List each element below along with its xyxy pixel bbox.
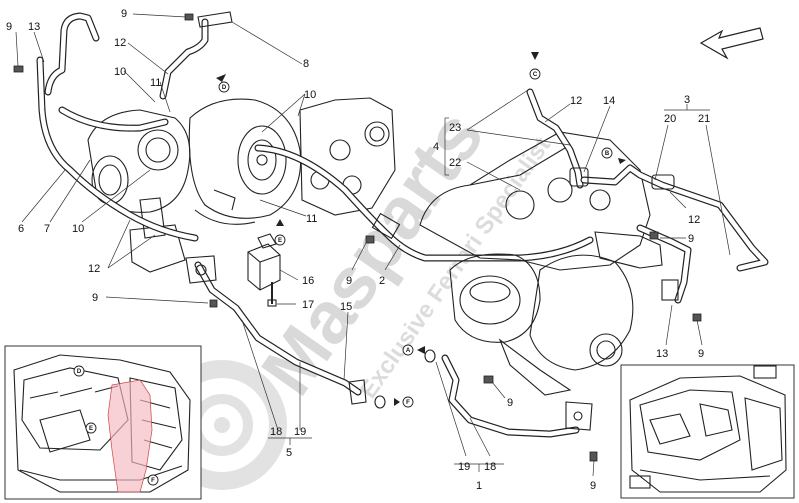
callout-11: 11	[306, 213, 317, 225]
inset-marker-d: D	[73, 365, 85, 377]
right-pipe-set	[424, 88, 769, 438]
callout-13: 13	[28, 21, 40, 33]
left-pipe-set	[36, 11, 594, 409]
callout-15: 15	[340, 301, 352, 313]
svg-text:F: F	[151, 478, 155, 484]
leader-lines	[15, 13, 731, 477]
marker-a: A	[402, 344, 425, 356]
part-block-16	[247, 233, 281, 291]
callout-9: 9	[698, 348, 704, 360]
callout-9: 9	[121, 8, 127, 20]
callout-23: 23	[449, 122, 461, 134]
callout-12: 12	[688, 214, 700, 226]
callout-8: 8	[303, 58, 309, 70]
highlight-region	[107, 379, 153, 493]
callout-9: 9	[6, 21, 12, 33]
marker-c: C	[529, 52, 541, 80]
svg-text:C: C	[533, 72, 538, 78]
marker-f: F	[394, 396, 414, 408]
callout-7: 7	[44, 223, 50, 235]
svg-text:E: E	[89, 426, 93, 432]
engine-inset-right	[620, 364, 795, 499]
callout-16: 16	[302, 275, 314, 287]
engine-inset-left: D E F	[4, 345, 202, 500]
callout-1: 1	[476, 480, 482, 492]
callout-5: 5	[286, 447, 292, 459]
callout-21: 21	[698, 113, 710, 125]
marker-e: E	[274, 219, 286, 246]
direction-arrow	[699, 27, 764, 60]
svg-text:D: D	[77, 369, 82, 375]
inset-marker-f: F	[147, 474, 159, 486]
callout-9: 9	[688, 233, 694, 245]
callout-22: 22	[449, 157, 461, 169]
marker-d: D	[216, 74, 230, 93]
marker-b: B	[601, 147, 626, 164]
callout-13: 13	[656, 348, 668, 360]
callout-9: 9	[92, 292, 98, 304]
right-turbocharger-assembly	[419, 131, 663, 396]
callout-12: 12	[88, 263, 100, 275]
callout-17: 17	[302, 299, 314, 311]
watermark: Masparts Exclusive Ferrari Specialist	[157, 95, 556, 490]
svg-text:D: D	[222, 85, 227, 91]
callout-9: 9	[346, 275, 352, 287]
bolt-17	[267, 282, 277, 307]
callout-12: 12	[114, 37, 126, 49]
callout-18: 18	[484, 461, 496, 473]
callout-2: 2	[379, 275, 385, 287]
callout-19: 19	[458, 461, 470, 473]
callout-12: 12	[570, 95, 582, 107]
svg-text:E: E	[278, 238, 282, 244]
callout-labels: 9 13 9 8 12 10 11 10 6 7 10 11 12 9 16 1…	[6, 8, 710, 492]
callout-19: 19	[294, 426, 306, 438]
svg-text:F: F	[406, 400, 410, 406]
inset-marker-e: E	[85, 422, 97, 434]
connection-markers: C D B E A F	[216, 52, 626, 408]
callout-4: 4	[433, 141, 439, 153]
callout-9: 9	[590, 480, 596, 492]
callout-10: 10	[72, 223, 84, 235]
callout-6: 6	[18, 223, 24, 235]
callout-10: 10	[114, 66, 126, 78]
svg-text:A: A	[406, 348, 411, 354]
callout-11: 11	[150, 77, 161, 89]
callout-3: 3	[684, 94, 690, 106]
callout-14: 14	[603, 95, 615, 107]
callout-9: 9	[507, 397, 513, 409]
callout-10: 10	[304, 89, 316, 101]
svg-text:B: B	[605, 151, 610, 157]
callout-20: 20	[664, 113, 676, 125]
callout-18: 18	[270, 426, 282, 438]
